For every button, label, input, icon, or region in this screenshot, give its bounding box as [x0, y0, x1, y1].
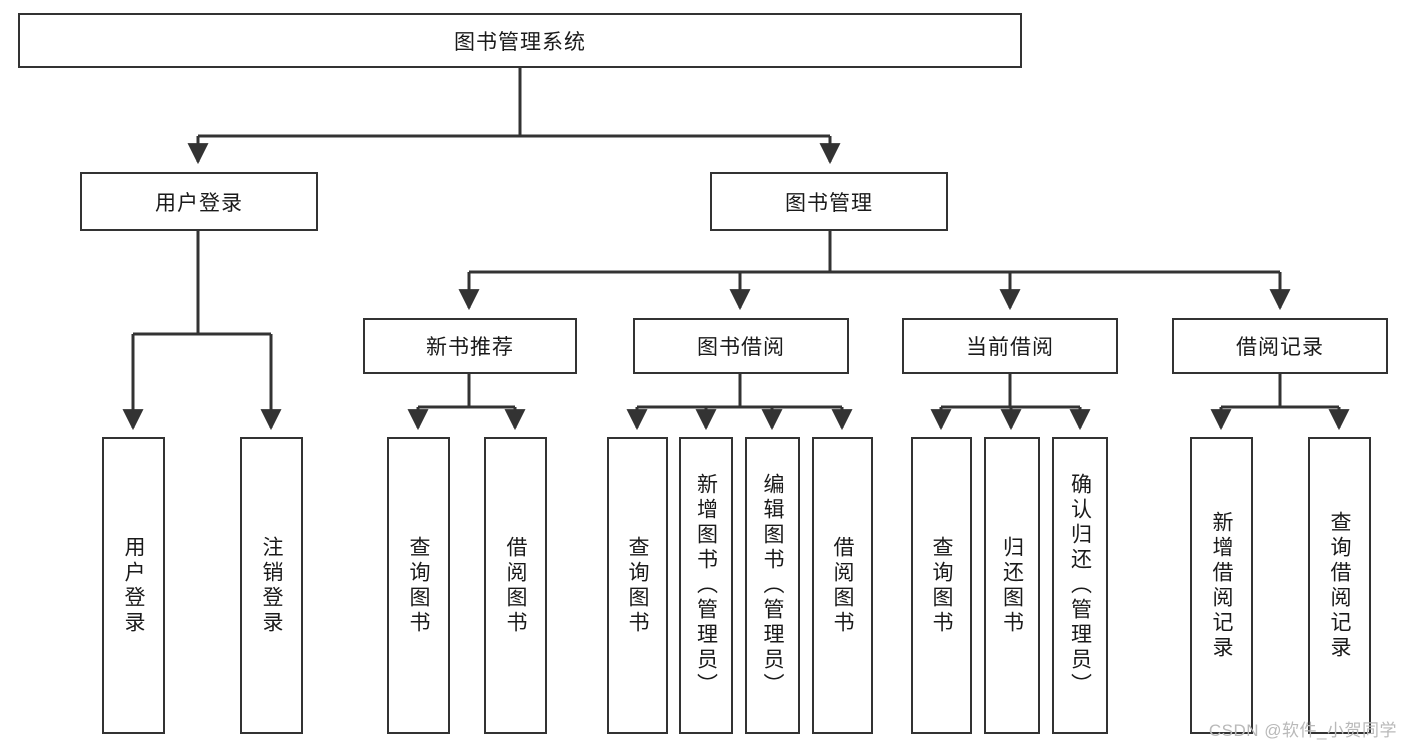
node-label: 注销登录	[260, 535, 283, 636]
node-book-management[interactable]: 图书管理	[710, 172, 948, 231]
leaf-return-book[interactable]: 归还图书	[984, 437, 1040, 734]
leaf-borrow-book[interactable]: 借阅图书	[812, 437, 873, 734]
node-label: 查询借阅记录	[1328, 510, 1351, 661]
node-label: 借阅图书	[504, 535, 527, 636]
leaf-add-borrow-record[interactable]: 新增借阅记录	[1190, 437, 1253, 734]
leaf-query-book-borrow[interactable]: 查询图书	[607, 437, 668, 734]
node-label: 借阅图书	[831, 535, 854, 636]
node-new-book-recommend[interactable]: 新书推荐	[363, 318, 577, 374]
node-label: 用户登录	[155, 191, 243, 215]
node-label: 确认归还（管理员）	[1068, 473, 1092, 698]
node-root-system[interactable]: 图书管理系统	[18, 13, 1022, 68]
node-current-borrow[interactable]: 当前借阅	[902, 318, 1118, 374]
leaf-confirm-return-admin[interactable]: 确认归还（管理员）	[1052, 437, 1108, 734]
node-label: 归还图书	[1000, 535, 1024, 636]
node-label: 查询图书	[407, 535, 430, 636]
node-user-login[interactable]: 用户登录	[80, 172, 318, 231]
node-label: 查询图书	[626, 535, 649, 636]
node-label: 新增图书（管理员）	[694, 473, 718, 698]
node-label: 用户登录	[122, 535, 145, 636]
node-label: 编辑图书（管理员）	[761, 473, 784, 698]
leaf-borrow-book-recommend[interactable]: 借阅图书	[484, 437, 547, 734]
leaf-logout[interactable]: 注销登录	[240, 437, 303, 734]
watermark-text: CSDN @软件_小贺同学	[1208, 721, 1397, 740]
leaf-add-book-admin[interactable]: 新增图书（管理员）	[679, 437, 733, 734]
node-label: 新书推荐	[426, 336, 514, 359]
node-label: 借阅记录	[1236, 336, 1324, 359]
leaf-query-book-recommend[interactable]: 查询图书	[387, 437, 450, 734]
node-label: 当前借阅	[966, 336, 1054, 359]
node-book-borrow[interactable]: 图书借阅	[633, 318, 849, 374]
node-borrow-record[interactable]: 借阅记录	[1172, 318, 1388, 374]
leaf-edit-book-admin[interactable]: 编辑图书（管理员）	[745, 437, 800, 734]
node-label: 新增借阅记录	[1210, 510, 1233, 661]
node-label: 图书管理系统	[454, 30, 586, 54]
leaf-query-borrow-record[interactable]: 查询借阅记录	[1308, 437, 1371, 734]
leaf-query-book-current[interactable]: 查询图书	[911, 437, 972, 734]
leaf-user-login[interactable]: 用户登录	[102, 437, 165, 734]
node-label: 查询图书	[930, 535, 953, 636]
node-label: 图书管理	[785, 191, 873, 215]
node-label: 图书借阅	[697, 336, 785, 359]
